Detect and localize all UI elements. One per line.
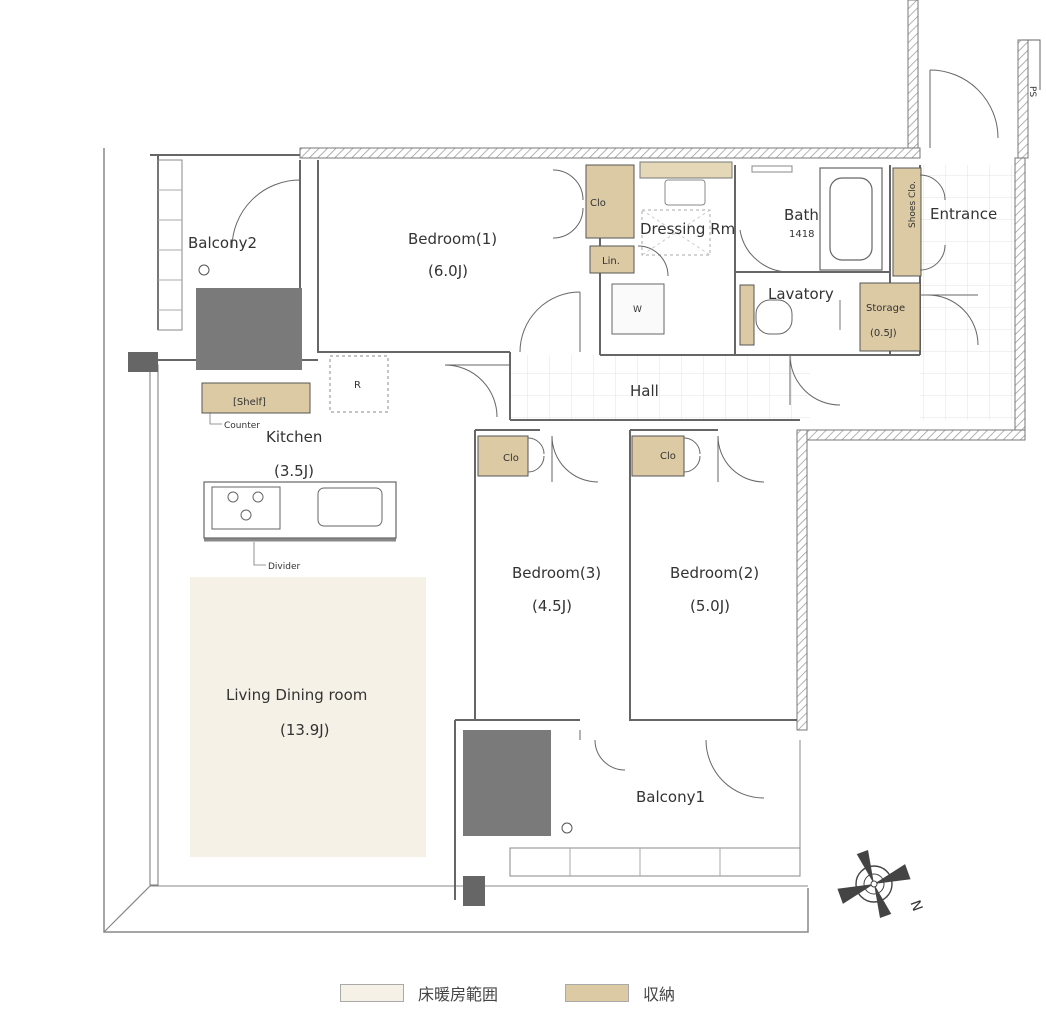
dressing-shelf [639, 161, 733, 179]
lin-label: Lin. [602, 256, 620, 267]
divider-label: Divider [268, 562, 301, 572]
bedroom2-label: Bedroom(2) [670, 564, 759, 582]
entrance-label: Entrance [930, 205, 997, 223]
clo-label-bedroom2: Clo [660, 451, 676, 462]
drain-icon [561, 822, 573, 834]
living-size: (13.9J) [280, 721, 330, 739]
kitchen-label: Kitchen [266, 428, 322, 446]
kitchen-size: (3.5J) [274, 462, 314, 480]
counter-label: Counter [224, 421, 260, 431]
bedroom3-size: (4.5J) [532, 597, 572, 615]
storage-size: (0.5J) [870, 328, 897, 339]
lavatory-label: Lavatory [768, 285, 834, 303]
fridge-space [329, 355, 389, 413]
living-label: Living Dining room [226, 686, 367, 704]
storage-areas [201, 164, 922, 477]
floor-plan: Balcony2 Bedroom(1) (6.0J) Dressing Rm B… [103, 0, 1041, 933]
storage-label: Storage [866, 303, 905, 314]
bedroom2-size: (5.0J) [690, 597, 730, 615]
bedroom3-label: Bedroom(3) [512, 564, 601, 582]
washer-label: W [633, 305, 642, 315]
balcony2-railing [157, 159, 183, 331]
dressing-label: Dressing Rm [640, 220, 735, 238]
ps-label: PS [1027, 86, 1037, 97]
doors [231, 39, 1041, 799]
floor-heating-area [190, 577, 426, 857]
bedroom1-size: (6.0J) [428, 262, 468, 280]
washer-space [611, 283, 665, 335]
outdoor-unit-balcony2 [196, 288, 302, 370]
hall-label: Hall [630, 382, 659, 400]
drain-icon [198, 264, 210, 276]
bath-label: Bath [784, 206, 819, 224]
legend-item-storage: 収納 [565, 982, 675, 1004]
column-block [463, 876, 485, 906]
kitchen-island [203, 412, 397, 566]
legend-label-floor-heating: 床暖房範囲 [418, 985, 499, 1004]
compass-icon [837, 849, 911, 919]
dressing-floor-mark [641, 209, 711, 256]
pipe-shaft-block [128, 352, 158, 372]
fridge-label: R [354, 380, 361, 391]
clo-label-dressing: Clo [590, 198, 606, 209]
balcony1-label: Balcony1 [636, 788, 705, 806]
legend-swatch-floor-heating [340, 984, 404, 1002]
dressing-bench [664, 179, 706, 206]
shoes-clo-label: Shoes Clo. [908, 181, 918, 228]
hall-floor [510, 355, 810, 420]
clo-label-bedroom3: Clo [503, 453, 519, 464]
toilet [755, 299, 793, 335]
balcony2-label: Balcony2 [188, 234, 257, 252]
legend-swatch-storage [565, 984, 629, 1002]
legend-label-storage: 収納 [643, 985, 676, 1004]
balcony1-railing [509, 740, 801, 877]
shelf-label: [Shelf] [233, 397, 266, 408]
legend-item-floor-heating: 床暖房範囲 [340, 982, 498, 1004]
bath-size: 1418 [789, 229, 814, 240]
outdoor-unit-balcony1 [463, 730, 551, 836]
bedroom1-label: Bedroom(1) [408, 230, 497, 248]
bath-shelf [751, 165, 793, 173]
entrance-floor [920, 165, 1020, 420]
north-label: N [907, 898, 926, 913]
